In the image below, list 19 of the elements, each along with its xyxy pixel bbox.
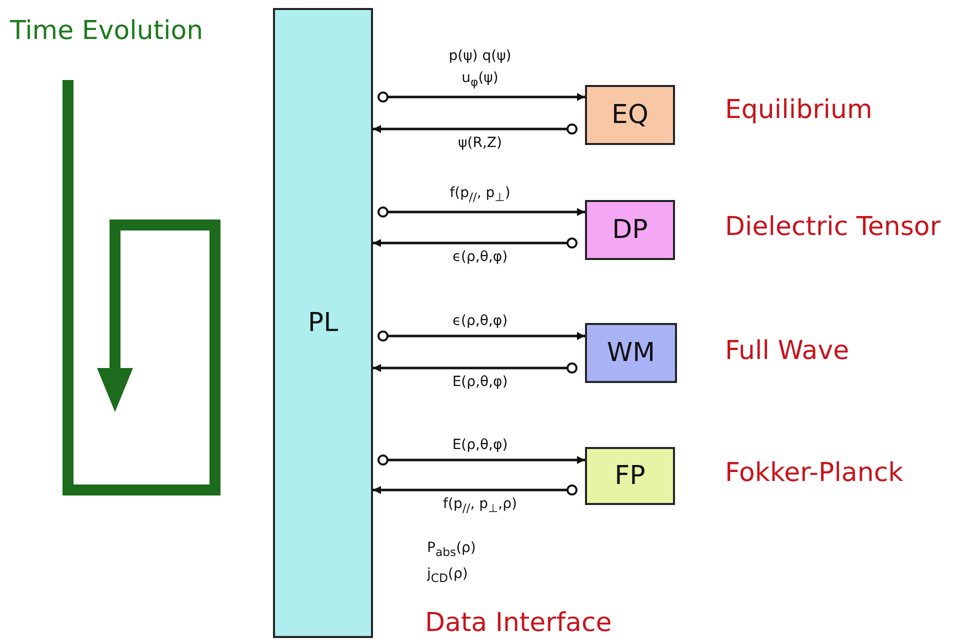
module-box: FP bbox=[585, 447, 675, 505]
module-box: EQ bbox=[585, 85, 675, 145]
arrow bbox=[378, 330, 585, 342]
module-caption: Fokker-Planck bbox=[725, 458, 904, 488]
arrow bbox=[373, 362, 578, 374]
module-box: WM bbox=[585, 323, 677, 383]
tall-panel: PL bbox=[273, 8, 373, 638]
module-caption: Full Wave bbox=[725, 336, 850, 366]
module-caption: Dielectric Tensor bbox=[725, 212, 941, 242]
arrow bbox=[378, 206, 585, 218]
module-caption: Data Interface bbox=[425, 608, 612, 638]
module-box: DP bbox=[585, 200, 675, 260]
arrow bbox=[373, 238, 578, 248]
arrow bbox=[378, 92, 585, 102]
arrow bbox=[373, 484, 578, 496]
heading: Time Evolution bbox=[10, 16, 204, 46]
module-caption: Equilibrium bbox=[725, 95, 872, 125]
arrow bbox=[378, 454, 585, 466]
arrow bbox=[373, 124, 578, 134]
